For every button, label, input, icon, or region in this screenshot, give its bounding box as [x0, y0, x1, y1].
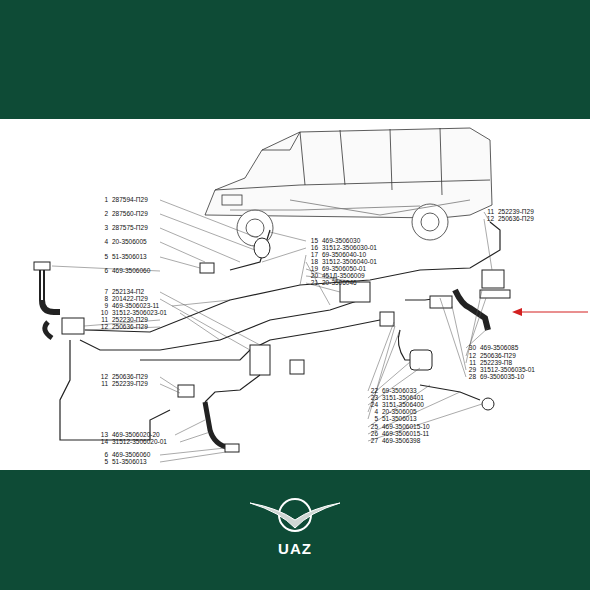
part-number: 252134-П2: [112, 288, 144, 296]
part-number: 3151-3506401: [382, 394, 424, 402]
part-number: 3151-3506400: [382, 401, 424, 409]
part-number: 287594-П29: [112, 196, 148, 204]
part-number: 31512-3506040-01: [322, 258, 377, 266]
callout-number: 30: [469, 344, 476, 352]
callout-number: 26: [371, 430, 378, 438]
part-number: 250636-П29: [480, 352, 516, 360]
part-number: 250636-П29: [498, 215, 534, 223]
part-number: 469-3506060: [112, 267, 150, 275]
callout-number: 8: [104, 295, 108, 303]
part-number: 469-3506015-11: [382, 430, 429, 438]
callout-number: 7: [104, 288, 108, 296]
part-number: 469-3506060: [112, 451, 150, 459]
callout-number: 4: [374, 408, 378, 416]
part-number: 469-3506030: [322, 237, 360, 245]
part-number: 469-3506023-11: [112, 302, 159, 310]
part-number: 469-3506015-10: [382, 423, 430, 431]
callout-number: 17: [311, 251, 318, 259]
part-number: 31512-3506023-01: [112, 309, 167, 317]
brake-lines: [34, 222, 510, 452]
callout-number: 21: [311, 279, 318, 287]
callout-number: 28: [469, 373, 476, 381]
callout-number: 3: [104, 224, 108, 232]
part-number: 20-3506005: [382, 408, 417, 416]
callout-number: 9: [104, 302, 108, 310]
vehicle-sketch: [205, 128, 492, 246]
red-pointer-arrow: [512, 308, 588, 316]
part-number: 250636-П29: [112, 323, 148, 331]
callout-number: 1: [104, 196, 108, 204]
callout-number: 11: [101, 380, 108, 388]
callout-number: 27: [371, 437, 378, 445]
callout-number: 19: [311, 265, 318, 273]
callout-number: 15: [311, 237, 318, 245]
part-number: 51-3506013: [112, 458, 147, 466]
callout-number: 22: [371, 387, 378, 395]
part-number: 69-3506033: [382, 387, 417, 395]
part-number: 51-3506013: [382, 415, 417, 423]
callout-number: 29: [469, 366, 476, 374]
part-number: 201422-П29: [112, 295, 148, 303]
part-number: 451Д-3506009: [322, 272, 365, 280]
callout-number: 10: [101, 309, 108, 317]
part-number: 252239-П29: [112, 380, 148, 388]
part-number: 469-3506085: [480, 344, 518, 352]
callout-number: 23: [371, 394, 378, 402]
part-number: 469-3506398: [382, 437, 420, 445]
part-number: 252230-П29: [112, 316, 148, 324]
callout-number: 5: [104, 458, 108, 466]
callout-number: 11: [101, 316, 108, 324]
callout-number: 25: [371, 423, 378, 431]
brand-emblem: [250, 499, 340, 531]
part-number: 31512-3506030-01: [322, 244, 377, 252]
part-number: 31512-3506035-01: [480, 366, 535, 374]
part-number: 287560-П29: [112, 210, 148, 218]
callout-number: 12: [487, 215, 494, 223]
part-number: 20-3506005: [112, 238, 147, 246]
part-number: 51-3506013: [112, 253, 147, 261]
callout-number: 18: [311, 258, 318, 266]
callout-number: 6: [104, 267, 108, 275]
top-band: [0, 0, 590, 119]
brand-name: UAZ: [278, 540, 312, 557]
callout-number: 11: [487, 208, 494, 216]
callout-number: 6: [104, 451, 108, 459]
callout-number: 16: [311, 244, 318, 252]
callout-number: 4: [104, 238, 108, 246]
part-number: 252239-П29: [498, 208, 534, 216]
part-number: 252239-П8: [480, 359, 512, 367]
leader-lines: [52, 200, 492, 462]
callout-number: 2: [104, 210, 108, 218]
callout-number: 12: [101, 323, 108, 331]
part-number: 250636-П29: [112, 373, 148, 381]
callout-number: 5: [104, 253, 108, 261]
part-number: 69-3506040-10: [322, 251, 366, 259]
part-number: 287575-П29: [112, 224, 148, 232]
part-number: 69-3506035-10: [480, 373, 524, 381]
callout-number: 14: [101, 438, 108, 446]
callout-number: 5: [374, 415, 378, 423]
part-number: 20-3506046: [322, 279, 357, 287]
part-number: 31512-3506020-01: [112, 438, 167, 446]
part-number: 469-3506020-20: [112, 431, 160, 439]
callout-number: 11: [469, 359, 476, 367]
callout-number: 24: [371, 401, 378, 409]
callout-number: 12: [469, 352, 476, 360]
part-number: 69-3506050-01: [322, 265, 366, 273]
callout-number: 12: [101, 373, 108, 381]
callout-number: 13: [101, 431, 108, 439]
callout-number: 20: [311, 272, 318, 280]
